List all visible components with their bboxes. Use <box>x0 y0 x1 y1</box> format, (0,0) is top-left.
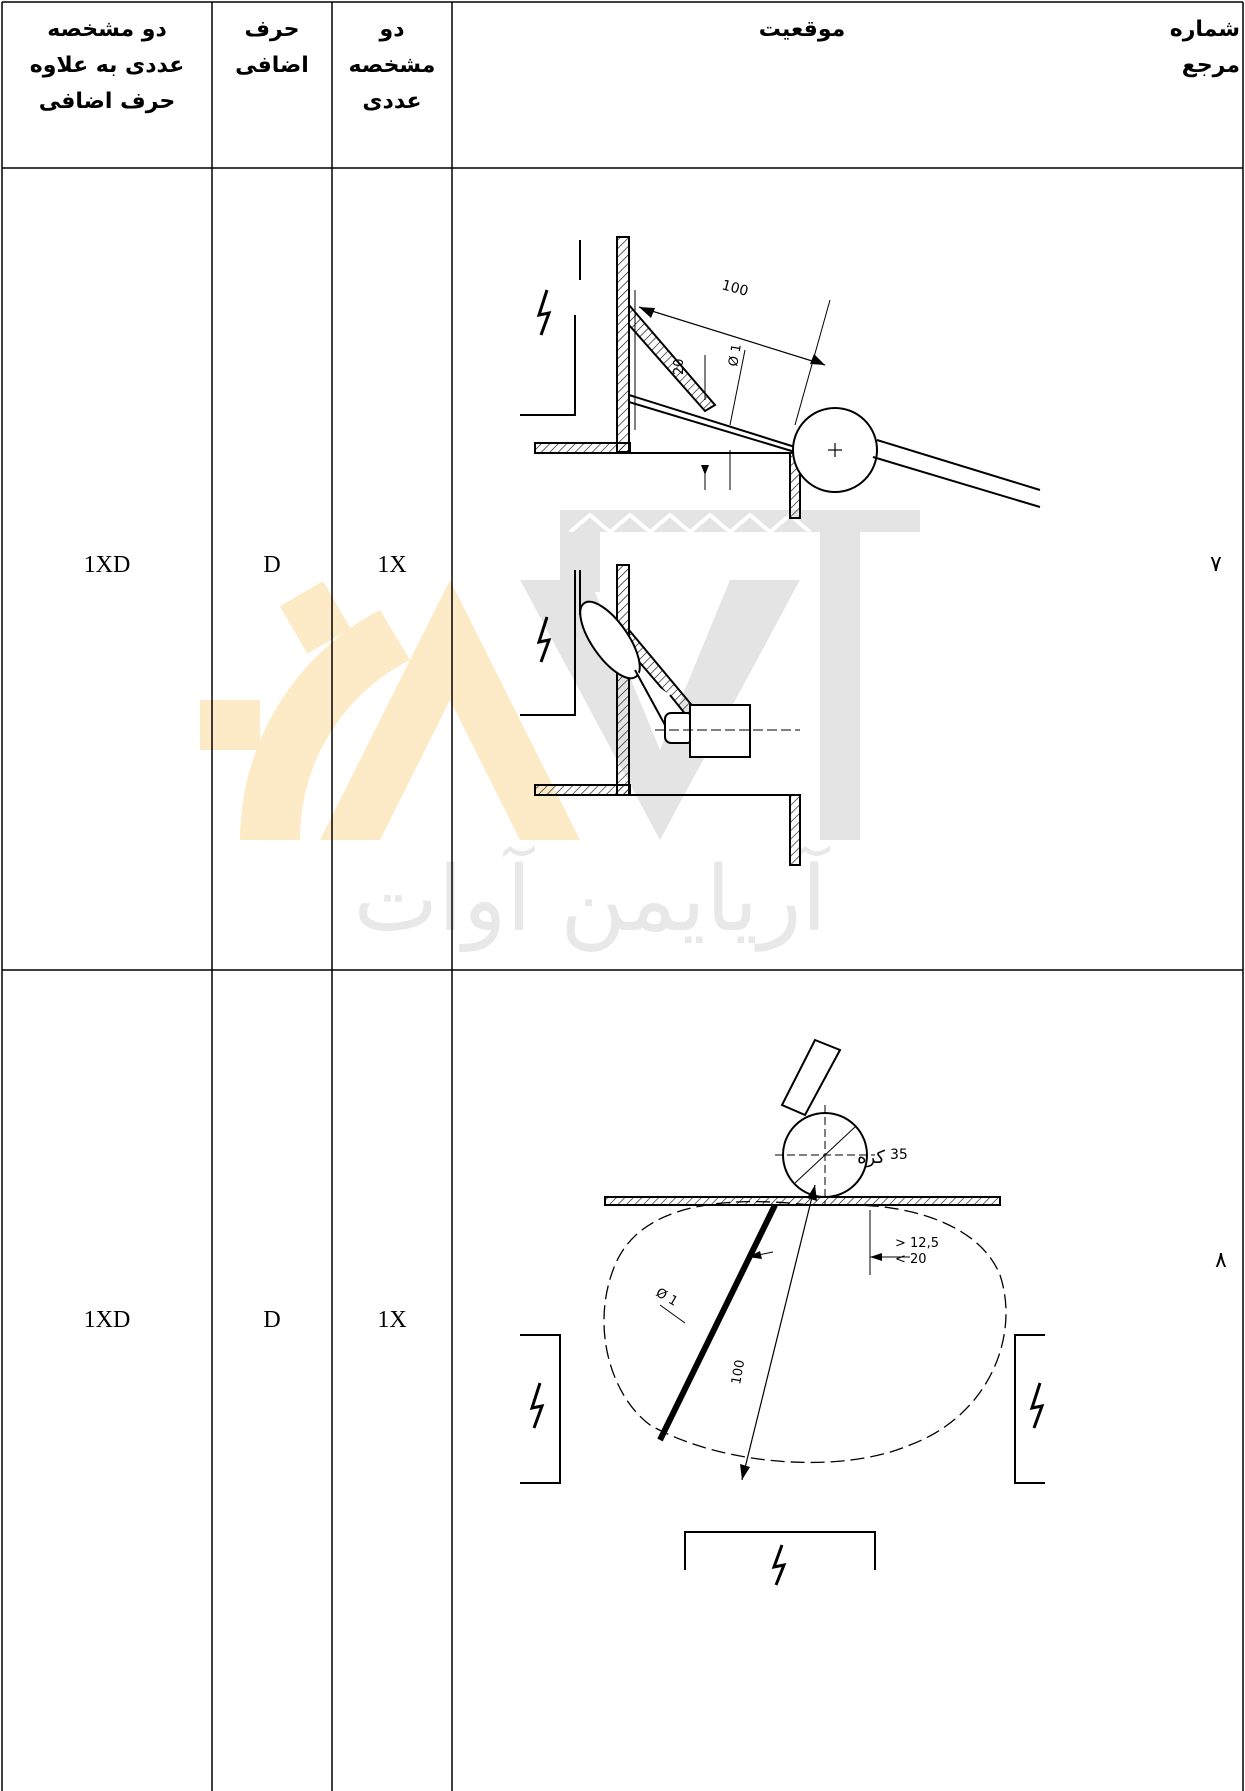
header-numeric-line-2: مشخصه <box>348 53 436 78</box>
row2-letter: D <box>263 1307 281 1333</box>
header-numeric-spec: دو مشخصه عددی <box>332 12 452 120</box>
header-location: موقعیت <box>452 12 1152 48</box>
header-combined-line-2: عددی به علاوه <box>29 53 185 78</box>
row2-numeric: 1X <box>377 1307 407 1333</box>
row1-combined: 1XD <box>83 552 131 578</box>
watermark-letter-a <box>320 580 580 840</box>
header-location-label: موقعیت <box>758 17 846 42</box>
row2-sphere-dia: 35 <box>890 1147 908 1163</box>
header-numeric-line-1: دو <box>379 17 405 42</box>
watermark-gear <box>240 610 410 840</box>
row1-figure: 100 20 Ø 1 <box>520 236 1041 866</box>
row2-figure: 35 کره > 12,5 < 20 100 Ø 1 <box>520 1038 1045 1586</box>
row1-finger-probe <box>579 600 641 680</box>
watermark-letter-v <box>520 580 800 840</box>
header-letter-line-1: حرف <box>244 17 300 42</box>
row2-dim-dia: Ø 1 <box>653 1285 680 1309</box>
header-combined-line-3: حرف اضافی <box>38 89 176 114</box>
watermark-crane-mast <box>820 510 860 840</box>
row2-ref: ۸ <box>1215 1248 1227 1273</box>
row1-dim-gap: 20 <box>672 358 687 375</box>
watermark-logo: آریایمن آوات <box>200 510 920 953</box>
header-reference-number: شماره مرجع <box>1150 12 1240 84</box>
row1-ref: ۷ <box>1210 552 1222 577</box>
header-ref-line-2: مرجع <box>1181 53 1240 78</box>
row2-dim-length: 100 <box>729 1359 748 1386</box>
row2-combined: 1XD <box>83 1307 131 1333</box>
row1-numeric: 1X <box>377 552 407 578</box>
watermark-brand-text: آریایمن آوات <box>353 846 830 953</box>
header-combined-spec: دو مشخصه عددی به علاوه حرف اضافی <box>2 12 212 120</box>
header-letter-line-2: اضافی <box>235 53 309 78</box>
header-ref-line-1: شماره <box>1169 17 1240 42</box>
row1-dim-length: 100 <box>720 277 750 299</box>
header-numeric-line-3: عددی <box>362 89 422 114</box>
row1-dim-dia: Ø 1 <box>726 343 745 368</box>
row2-clearance-min: > 12,5 <box>895 1236 939 1251</box>
header-extra-letter: حرف اضافی <box>212 12 332 84</box>
row1-letter: D <box>263 552 281 578</box>
header-combined-line-1: دو مشخصه <box>47 17 167 42</box>
row2-clearance-max: < 20 <box>895 1252 927 1267</box>
row2-sphere-label: کره <box>857 1147 885 1168</box>
